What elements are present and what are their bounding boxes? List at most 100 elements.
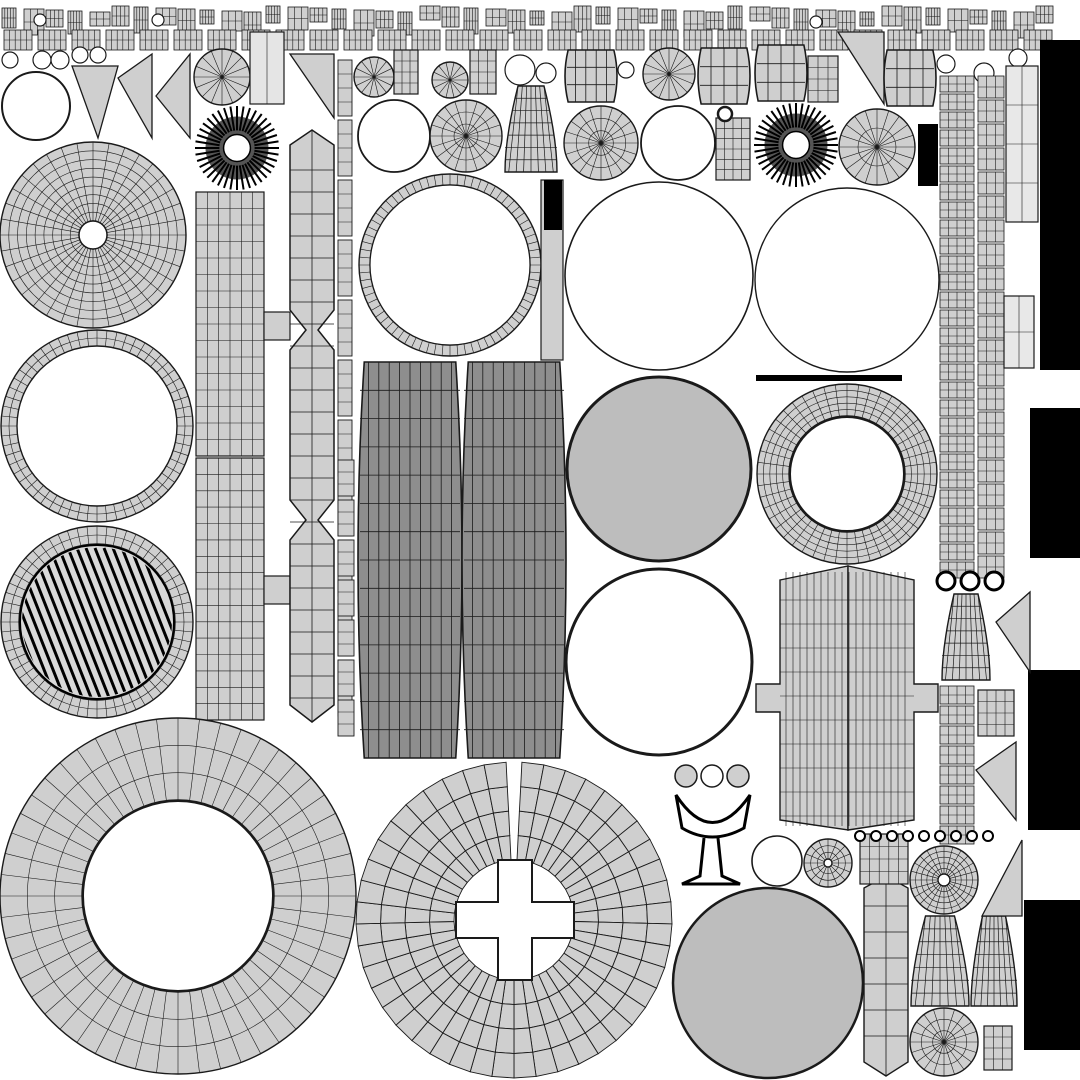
stack-strip-island xyxy=(939,399,975,417)
tiny-strip-island xyxy=(133,6,149,34)
capsule-island xyxy=(863,875,909,1077)
tiny-strip-island xyxy=(45,9,64,28)
strip-grid-edges xyxy=(662,10,676,30)
strip-grid-edges xyxy=(940,112,974,128)
triangle-island xyxy=(71,65,119,141)
gear-teeth xyxy=(754,103,838,187)
stack-strip-island xyxy=(939,165,975,183)
ring-loop-edge xyxy=(563,105,639,181)
filled-disc-island xyxy=(671,886,865,1080)
disc-island xyxy=(751,835,803,887)
tiny-strip-island xyxy=(529,10,545,26)
barrel-outline xyxy=(564,49,618,103)
stack-strip-island xyxy=(977,267,1005,291)
fan-disc-island xyxy=(353,56,395,98)
triangle-island xyxy=(155,52,191,140)
thin-ring-island xyxy=(0,329,194,523)
tiny-strip-island xyxy=(445,29,475,51)
strip-grid-edges xyxy=(978,148,1004,170)
strip-grid-edges xyxy=(338,671,354,685)
barrel-grid-edges xyxy=(360,362,460,758)
narrow-strip-island xyxy=(337,299,353,357)
strip-grid-edges xyxy=(940,544,974,560)
strip-grid-edges xyxy=(940,76,974,92)
ring-loop-edge xyxy=(43,185,143,285)
stack-strip-island xyxy=(939,471,975,489)
bell-island xyxy=(504,85,558,173)
ring-loop-edge xyxy=(823,858,833,868)
triangle-island xyxy=(995,590,1031,675)
tiny-strip-island xyxy=(705,11,724,30)
ring-loop-edge xyxy=(937,873,951,887)
fan-disc-island xyxy=(429,99,503,173)
small-loop-island xyxy=(918,830,930,842)
stack-strip-island xyxy=(939,273,975,291)
sunburst-fan-island xyxy=(355,761,673,1079)
ring-loop-edge xyxy=(26,168,160,302)
ring-radial-edges xyxy=(354,57,394,97)
ring-radial-edges xyxy=(430,100,502,172)
ring-loop-edge xyxy=(810,845,846,881)
strip-grid-edges xyxy=(978,124,1004,146)
tiny-disc-island xyxy=(504,54,536,86)
tiny-strip-island xyxy=(265,5,281,24)
concentric-ring-island xyxy=(0,141,187,329)
strip-grid-edges xyxy=(940,472,974,488)
triangle-island xyxy=(288,53,335,121)
ring-loop-edge xyxy=(915,851,973,909)
strip-grid-edges xyxy=(338,471,354,485)
stack-strip-island xyxy=(939,705,975,725)
tiny-strip-island xyxy=(955,29,985,51)
tiny-strip-island xyxy=(507,9,526,34)
tiny-disc-island xyxy=(617,61,635,79)
fan-disc-island xyxy=(909,845,979,915)
stack-strip-island xyxy=(977,435,1005,459)
barrel-small-island xyxy=(697,47,751,105)
tiny-disc-island xyxy=(716,105,734,123)
strip-tab-island xyxy=(263,311,291,341)
stack-strip-island xyxy=(939,435,975,453)
tiny-strip-island xyxy=(749,6,771,22)
strip-grid-edges xyxy=(978,364,1004,386)
fan-face xyxy=(355,922,383,947)
strip-grid-edges xyxy=(508,10,525,33)
strip-grid-edges xyxy=(940,292,974,308)
fan-disc-island xyxy=(838,108,916,186)
ring-loop-edge xyxy=(921,1019,967,1065)
tiny-strip-island xyxy=(331,8,347,30)
fan-face xyxy=(646,901,673,925)
gear-island-right xyxy=(754,103,838,187)
stack-strip-island xyxy=(939,453,975,471)
stack-strip-island xyxy=(977,339,1005,363)
ring-loop-edge xyxy=(932,1030,956,1054)
stack-strip-island xyxy=(939,489,975,507)
strip-grid-edges xyxy=(332,9,346,29)
strip-grid-edges xyxy=(266,6,280,23)
strip-grid-edges xyxy=(978,76,1004,98)
tiny-disc-island xyxy=(32,50,52,70)
stack-strip-island xyxy=(939,345,975,363)
strip-grid-edges xyxy=(956,30,984,50)
gear-island-left xyxy=(195,106,279,190)
strip-grid-edges xyxy=(786,30,814,50)
strip-grid-edges xyxy=(888,30,916,50)
strip-grid-edges xyxy=(338,373,352,403)
tiny-disc-island xyxy=(50,50,70,70)
ring-radial-edges xyxy=(804,839,852,887)
strip-grid-edges xyxy=(378,30,406,50)
strip-grid-edges xyxy=(548,30,576,50)
stack-strip-island xyxy=(939,543,975,561)
stack-strip-island xyxy=(939,111,975,129)
strip-grid-edges xyxy=(442,7,459,27)
tiny-strip-island xyxy=(649,29,679,51)
small-loop-island xyxy=(966,830,978,842)
tiny-strip-island xyxy=(309,7,328,23)
tiny-strip-island xyxy=(411,29,441,51)
tiny-strip-island xyxy=(37,29,67,51)
ring-loop-edge xyxy=(817,852,839,874)
stack-strip-island xyxy=(939,805,975,825)
ring-loop-edge xyxy=(775,402,919,546)
strip-grid-edges xyxy=(940,130,974,146)
disc-island xyxy=(640,105,716,181)
tiny-strip-island xyxy=(683,29,713,51)
